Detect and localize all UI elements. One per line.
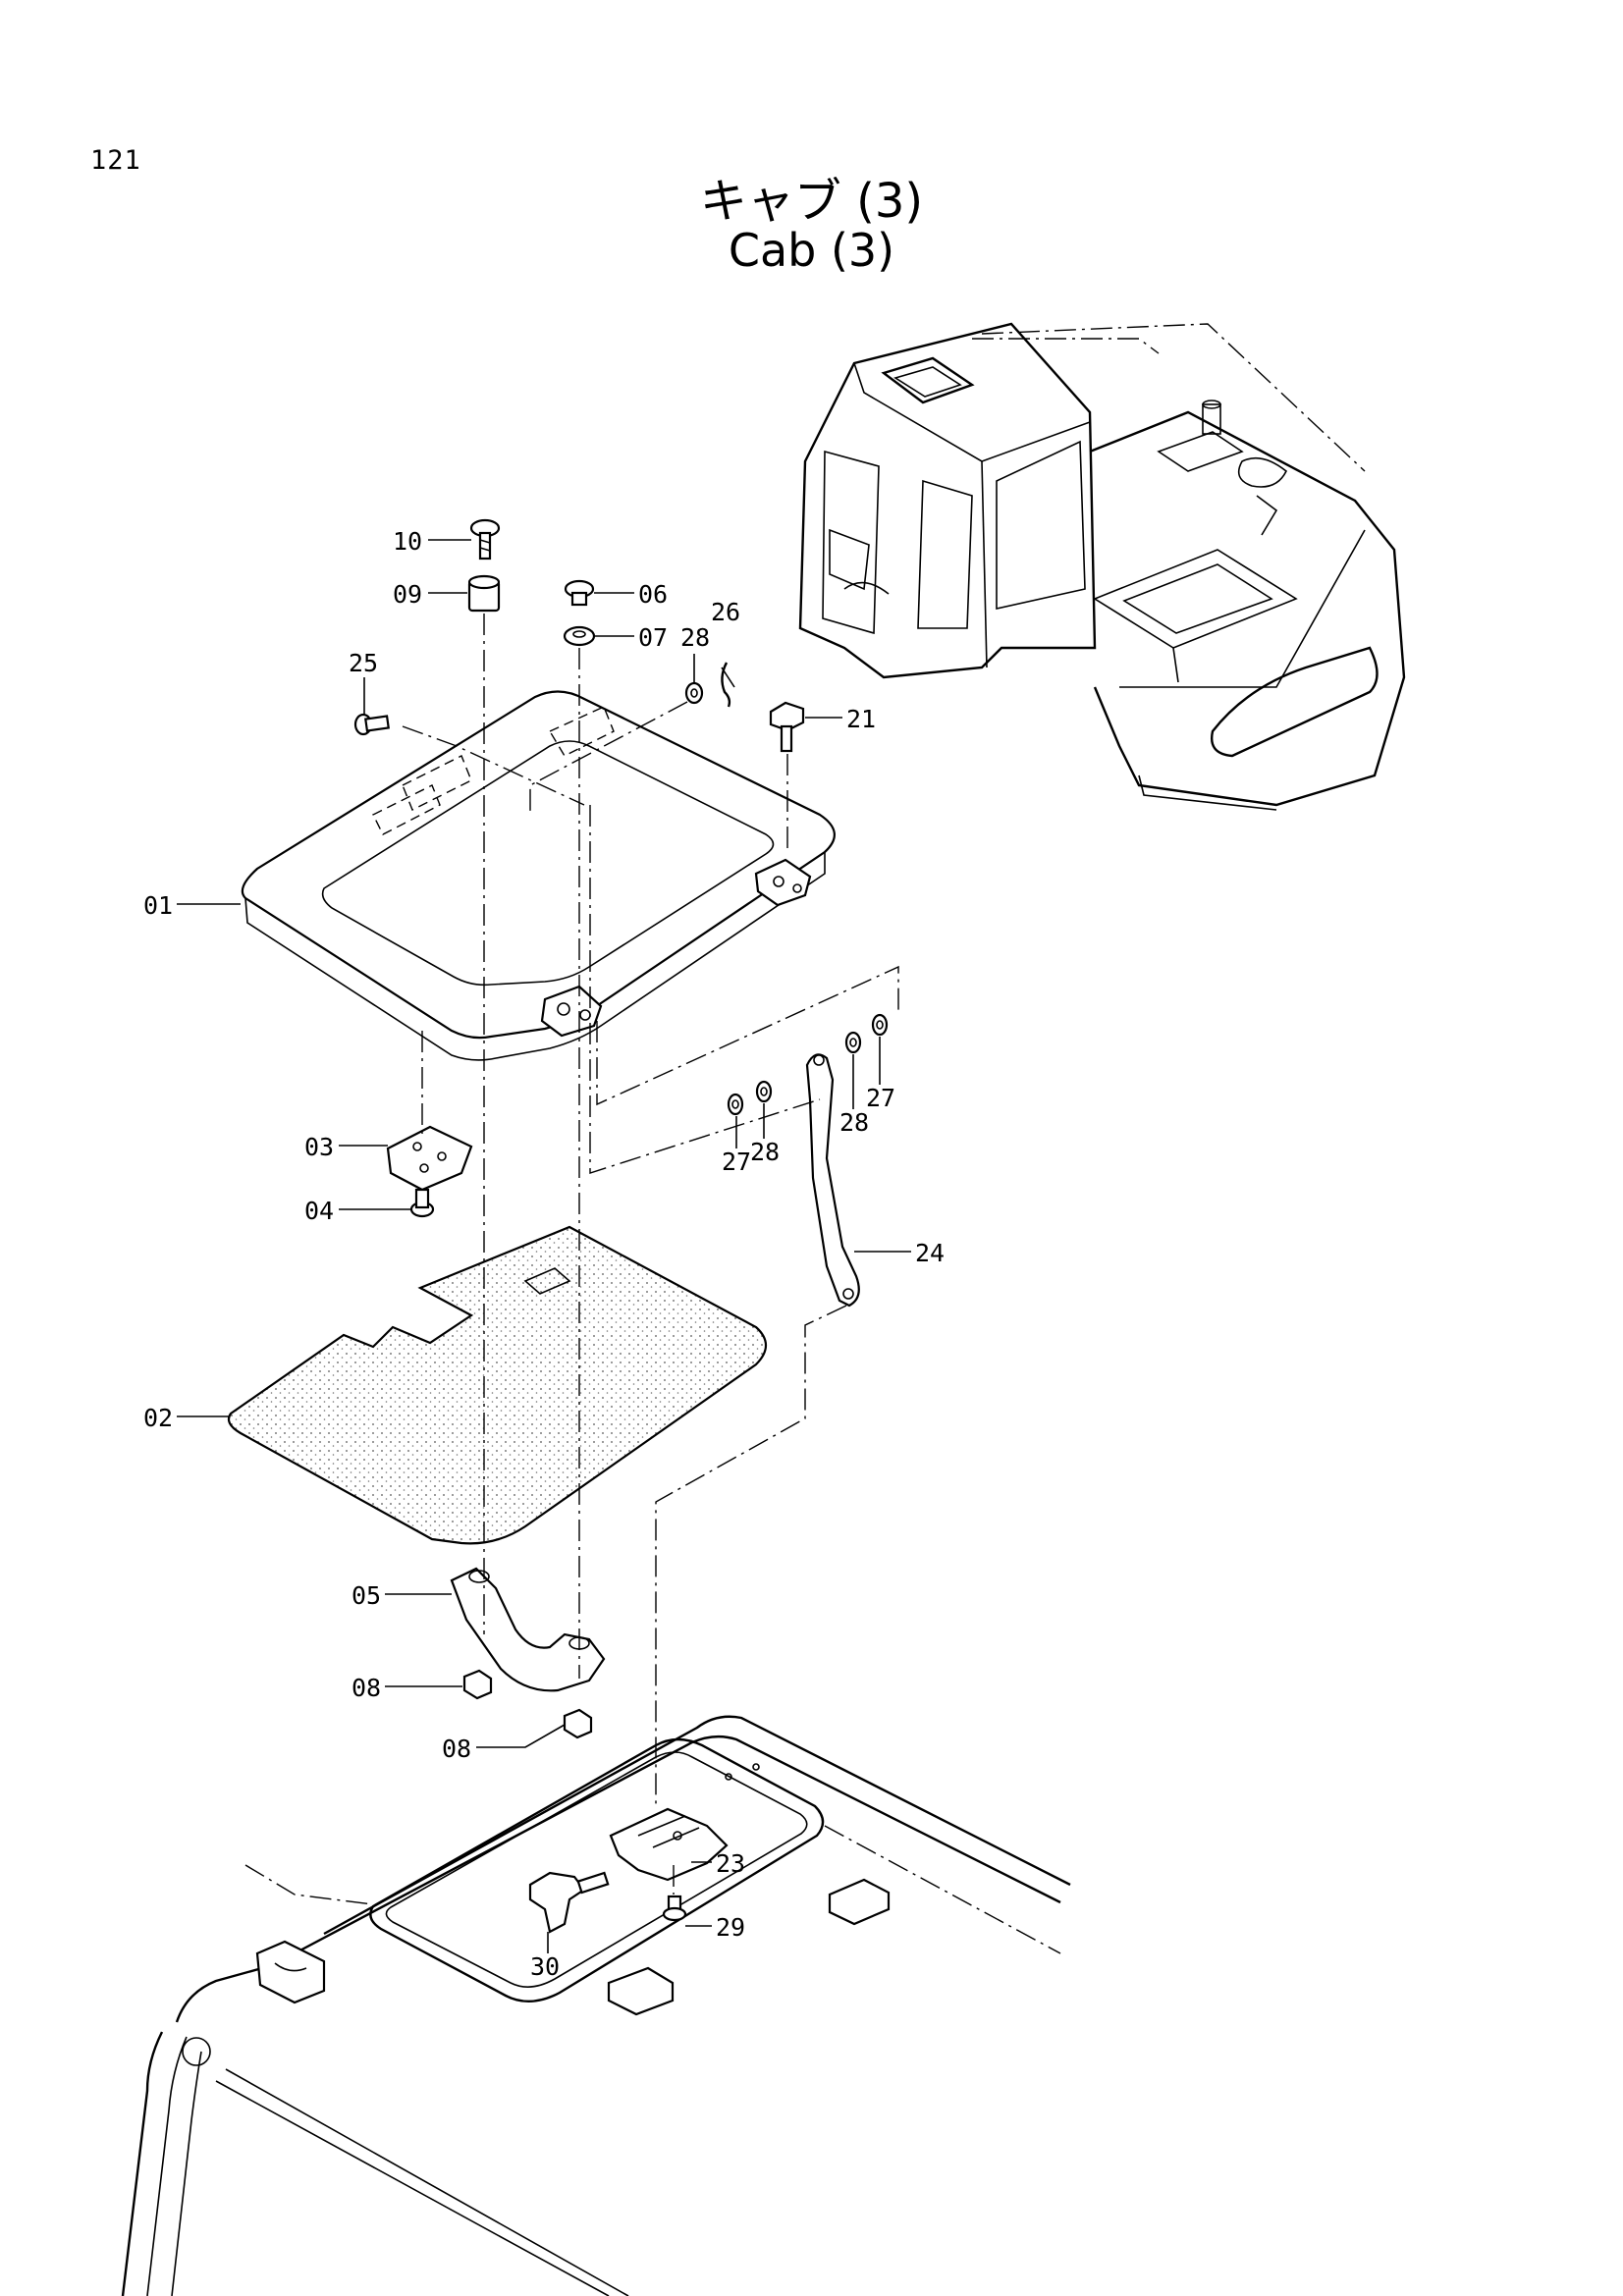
callout-02: 02	[143, 1404, 173, 1432]
callout-24: 24	[915, 1239, 945, 1267]
page-title-japanese: キャブ (3)	[699, 174, 924, 229]
callout-25: 25	[349, 649, 378, 677]
callout-03: 03	[304, 1133, 334, 1161]
callout-05: 05	[352, 1581, 381, 1610]
floor-mat-part-02	[227, 1225, 768, 1545]
callout-21: 21	[846, 705, 876, 733]
callout-labels: 10 09 06 07 28 26 25 21 01 03 04 02 05 0…	[143, 527, 945, 1981]
callout-28-top: 28	[680, 623, 710, 652]
callout-28-right: 28	[839, 1108, 869, 1137]
callout-leader-lines	[177, 539, 911, 1953]
callout-08-lower: 08	[442, 1735, 471, 1763]
callout-27-right: 27	[866, 1084, 895, 1112]
hardware-parts	[353, 518, 889, 1739]
callout-29: 29	[716, 1913, 745, 1942]
callout-09: 09	[393, 580, 422, 609]
pad-part-03	[386, 1125, 473, 1192]
page-title-english: Cab (3)	[728, 224, 895, 277]
callout-08-upper: 08	[352, 1674, 381, 1702]
callout-06: 06	[638, 580, 668, 609]
page-number: 121	[90, 145, 141, 176]
assembly-center-lines	[244, 614, 1061, 1954]
callout-23: 23	[716, 1849, 745, 1878]
callout-01: 01	[143, 891, 173, 920]
callout-07: 07	[638, 623, 668, 652]
cab-base-frame	[121, 1715, 1071, 2296]
excavator-overview-illustration	[798, 322, 1406, 811]
callout-30: 30	[530, 1952, 560, 1981]
callout-10: 10	[393, 527, 422, 556]
cab-roof-hatch-part-01	[241, 690, 836, 1061]
callout-04: 04	[304, 1197, 334, 1225]
callout-28-mid: 28	[750, 1138, 780, 1166]
callout-27-left: 27	[722, 1148, 751, 1176]
latch-assembly	[528, 1807, 729, 1934]
callout-26: 26	[711, 598, 740, 626]
